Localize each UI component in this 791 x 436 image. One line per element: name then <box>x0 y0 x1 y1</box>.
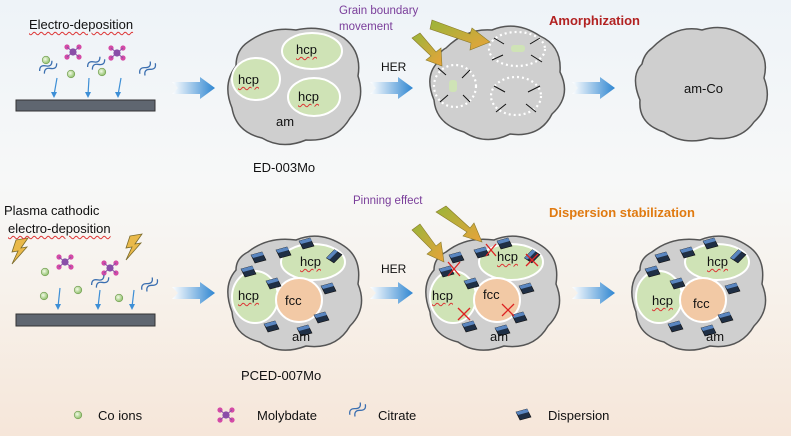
legend-molybdate: Molybdate <box>257 408 317 423</box>
hcp-label: hcp <box>296 42 317 57</box>
amorphization-title: Amorphization <box>549 13 640 28</box>
pinning-effect-label: Pinning effect <box>353 195 423 207</box>
electrode-top <box>15 99 156 112</box>
grain-boundary-callouts <box>411 19 491 67</box>
her-label-top: HER <box>381 60 407 74</box>
method-label-top: Electro-deposition <box>29 17 134 32</box>
electrode-bottom <box>15 313 156 327</box>
particle-pced-final <box>631 235 767 351</box>
hcp-label: hcp <box>652 293 673 308</box>
particle-pced-her <box>425 235 561 351</box>
hcp-label: hcp <box>707 254 728 269</box>
pinning-callouts <box>411 205 483 263</box>
am-label: am <box>292 329 311 344</box>
am-label: am <box>706 329 725 344</box>
hcp-label: hcp <box>432 288 453 303</box>
hcp-label: hcp <box>300 254 321 269</box>
grain-particle-her <box>429 25 566 141</box>
sample-label-top: ED-003Mo <box>253 160 316 175</box>
hcp-label: hcp <box>238 288 259 303</box>
grain-boundary-label-2: movement <box>339 21 393 33</box>
flow-arrows <box>172 77 615 304</box>
amorphous-particle <box>634 26 769 142</box>
method-label-bottom-1: Plasma cathodic <box>4 203 100 218</box>
fcc-label: fcc <box>693 296 710 311</box>
her-label-bottom: HER <box>381 262 407 276</box>
hcp-grain <box>281 32 343 70</box>
hcp-label: hcp <box>497 249 518 264</box>
hcp-grain <box>231 57 281 101</box>
particle-pced <box>227 235 363 351</box>
fcc-label: fcc <box>285 293 302 308</box>
fcc-label: fcc <box>483 287 500 302</box>
legend-co-ions: Co ions <box>98 408 143 423</box>
legend-dispersion: Dispersion <box>548 408 610 423</box>
dispersion-stabilization-title: Dispersion stabilization <box>549 205 695 220</box>
grain-boundary-label-1: Grain boundary <box>339 5 419 17</box>
inward-arrows <box>437 37 543 113</box>
shrinking-grain-boundaries <box>432 30 547 117</box>
bottom-ions <box>11 233 160 310</box>
am-label: am <box>276 114 295 129</box>
sample-label-bottom: PCED-007Mo <box>241 368 322 383</box>
top-ions <box>37 43 158 98</box>
am-label: am <box>490 329 509 344</box>
hcp-label: hcp <box>298 89 319 104</box>
legend-citrate: Citrate <box>378 408 417 423</box>
hcp-grain <box>287 77 341 117</box>
method-label-bottom-2: electro-deposition <box>8 221 111 236</box>
am-co-label: am-Co <box>684 81 724 96</box>
hcp-label: hcp <box>238 72 259 87</box>
